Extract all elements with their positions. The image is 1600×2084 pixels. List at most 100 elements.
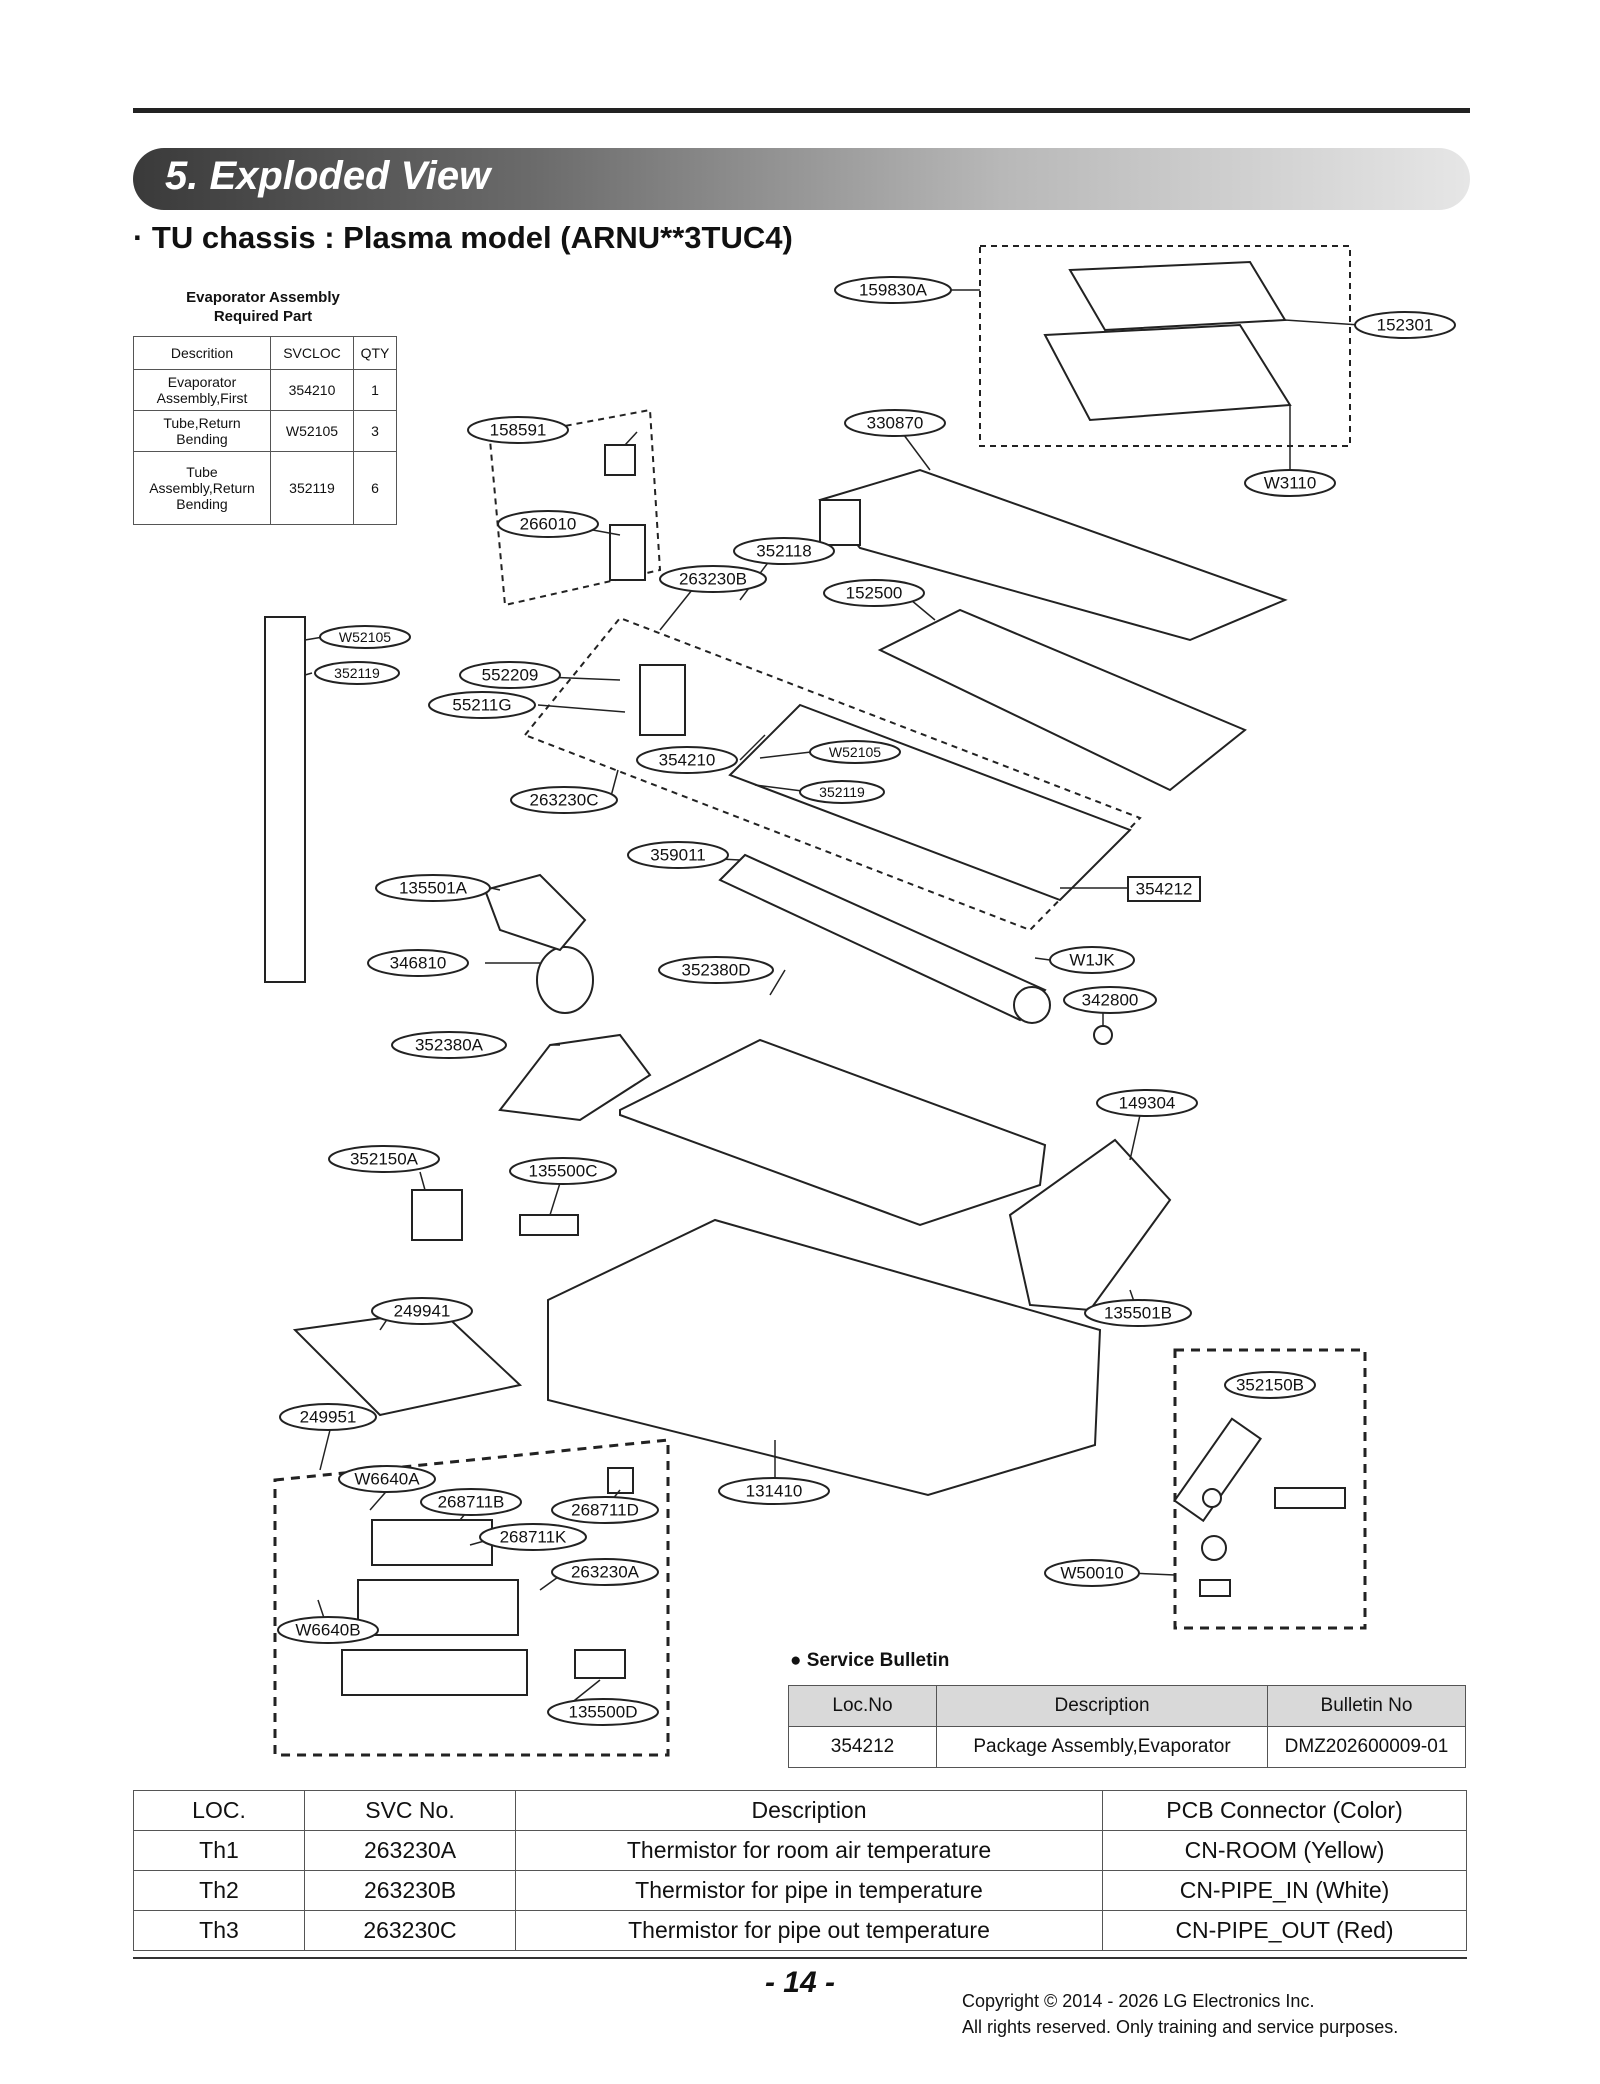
- column-header: SVCLOC: [270, 336, 354, 370]
- callout-352380A: 352380A: [415, 1036, 484, 1055]
- description-cell: Thermistor for pipe out temperature: [515, 1910, 1103, 1951]
- callout-352118: 352118: [756, 542, 811, 561]
- pcb-cover: [341, 1649, 528, 1696]
- hose-clamp: [1201, 1535, 1227, 1561]
- table-row: Evaporator Assembly,First 354210 1: [133, 369, 397, 411]
- loc-cell: Th1: [133, 1830, 305, 1871]
- callout-152301: 152301: [1377, 316, 1434, 335]
- callout-263230B: 263230B: [679, 570, 747, 589]
- callout-330870: 330870: [867, 414, 924, 433]
- pcb-case: [357, 1579, 519, 1636]
- table-row: Tube,Return Bending W52105 3: [133, 410, 397, 452]
- part-description: Tube Assembly,Return Bending: [133, 451, 271, 525]
- callout-249951: 249951: [300, 1408, 357, 1427]
- bulletin-description: Package Assembly,Evaporator: [936, 1726, 1268, 1768]
- service-bulletin-title: ● Service Bulletin: [790, 1650, 950, 1671]
- loc-cell: Th3: [133, 1910, 305, 1951]
- evaporator-caption-line1: Evaporator Assembly: [186, 289, 340, 306]
- column-header: Bulletin No: [1267, 1685, 1466, 1727]
- cross-flow-fan: [718, 853, 1047, 1022]
- callout-55211G: 55211G: [452, 696, 511, 715]
- thermistor-location-table: LOC. SVC No. Description PCB Connector (…: [133, 1790, 1467, 1951]
- callout-352380D: 352380D: [681, 961, 750, 980]
- part-svcloc: 352119: [270, 451, 354, 525]
- table-row: Th3 263230C Thermistor for pipe out temp…: [133, 1910, 1467, 1951]
- bulletin-loc: 354212: [788, 1726, 937, 1768]
- side-bracket: [1008, 1138, 1172, 1312]
- fan-motor: [536, 946, 594, 1014]
- section-banner: 5. Exploded View: [133, 148, 1470, 210]
- callout-263230A: 263230A: [571, 1563, 640, 1582]
- evaporator-required-parts-table: Descrition SVCLOC QTY Evaporator Assembl…: [133, 336, 397, 525]
- table-header-row: LOC. SVC No. Description PCB Connector (…: [133, 1790, 1467, 1831]
- callout-263230C: 263230C: [529, 791, 598, 810]
- copyright-line2: All rights reserved. Only training and s…: [962, 2017, 1399, 2037]
- evaporator-group-box: [523, 616, 1142, 932]
- bearing: [1093, 1025, 1113, 1045]
- callout-135501A: 135501A: [399, 879, 468, 898]
- callout-149304: 149304: [1119, 1094, 1176, 1113]
- page-number: - 14 -: [764, 1966, 836, 1999]
- screw-part: [1199, 1579, 1231, 1597]
- column-header: Loc.No: [788, 1685, 937, 1727]
- connector-cell: CN-ROOM (Yellow): [1102, 1830, 1467, 1871]
- capacitor: [574, 1649, 626, 1679]
- part-qty: 6: [353, 451, 397, 525]
- callout-W6640B: W6640B: [295, 1621, 360, 1640]
- table-row: 354212 Package Assembly,Evaporator DMZ20…: [788, 1726, 1466, 1768]
- part-qty: 3: [353, 410, 397, 452]
- washer: [1202, 1488, 1222, 1508]
- pcb-board: [371, 1519, 493, 1566]
- column-header: LOC.: [133, 1790, 305, 1831]
- exploded-view-diagram: 159830A 152301 W3110 330870 158591 26601…: [264, 245, 1456, 1757]
- callout-131410: 131410: [746, 1482, 803, 1501]
- callout-W6640A: W6640A: [354, 1470, 420, 1489]
- copyright-line1: Copyright © 2014 - 2026 LG Electronics I…: [962, 1991, 1315, 2011]
- callout-552209: 552209: [482, 666, 539, 685]
- callout-158591: 158591: [490, 421, 547, 440]
- part-svcloc: W52105: [270, 410, 354, 452]
- callout-352119-right: 352119: [819, 784, 865, 800]
- callout-W50010: W50010: [1060, 1564, 1123, 1583]
- column-header: Description: [515, 1790, 1103, 1831]
- control-plate: [292, 1308, 523, 1417]
- fan-end-cap: [1013, 986, 1051, 1024]
- table-header-row: Loc.No Description Bulletin No: [788, 1685, 1466, 1727]
- callout-354210: 354210: [659, 751, 716, 770]
- valve-assembly: [639, 664, 686, 736]
- chassis-base: [547, 1218, 1102, 1497]
- column-header: SVC No.: [304, 1790, 516, 1831]
- callout-352119-left: 352119: [334, 665, 380, 681]
- part-qty: 1: [353, 369, 397, 411]
- bottom-rule: [133, 1957, 1467, 1959]
- control-group-box: [488, 408, 662, 607]
- callout-268711K: 268711K: [500, 1528, 567, 1547]
- column-header: Description: [936, 1685, 1268, 1727]
- top-cover: [818, 468, 1288, 642]
- pcb-group-box: [273, 1438, 670, 1757]
- callout-W52105-right: W52105: [829, 744, 881, 760]
- callout-W1JK: W1JK: [1069, 951, 1115, 970]
- table-row: Th1 263230A Thermistor for room air temp…: [133, 1830, 1467, 1871]
- filter-frame: [1043, 323, 1292, 422]
- section-title: 5. Exploded View: [165, 154, 491, 198]
- top-rule: [133, 108, 1470, 113]
- callout-249941: 249941: [394, 1302, 451, 1321]
- part-description: Evaporator Assembly,First: [133, 369, 271, 411]
- callout-359011: 359011: [650, 846, 705, 865]
- filter-group-box: [979, 245, 1351, 447]
- drain-pipe-part: [411, 1189, 463, 1241]
- callout-268711B: 268711B: [438, 1493, 505, 1512]
- callout-268711D: 268711D: [571, 1501, 639, 1520]
- drain-kit-group-box: [1173, 1348, 1367, 1630]
- callout-342800: 342800: [1082, 991, 1139, 1010]
- callout-135500C: 135500C: [528, 1162, 597, 1181]
- clamp-part: [519, 1214, 579, 1236]
- callout-159830A: 159830A: [859, 281, 928, 300]
- callout-W52105-left: W52105: [339, 629, 391, 645]
- air-filter-top: [1068, 260, 1287, 332]
- control-bracket: [604, 444, 636, 476]
- small-plate: [607, 1467, 634, 1494]
- callout-135500D: 135500D: [568, 1703, 637, 1722]
- callout-346810: 346810: [390, 954, 447, 973]
